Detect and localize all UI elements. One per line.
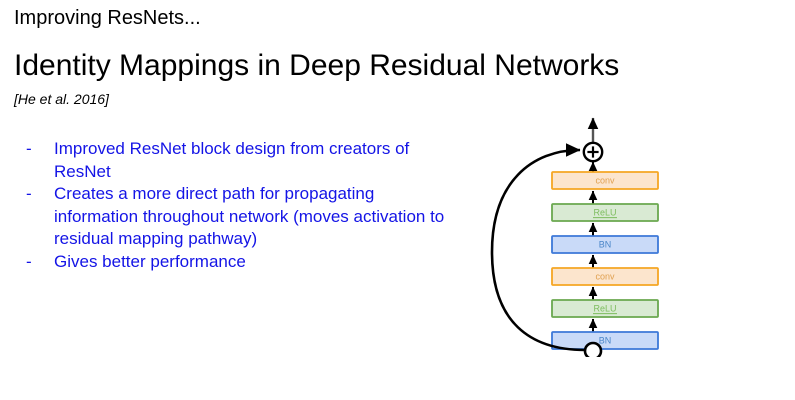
- block-relu-top: ReLU: [551, 203, 659, 222]
- list-item: - Creates a more direct path for propaga…: [26, 183, 446, 251]
- list-item: - Gives better performance: [26, 251, 446, 274]
- page-title: Identity Mappings in Deep Residual Netwo…: [14, 49, 620, 82]
- slide-header: Improving ResNets...: [14, 7, 201, 29]
- bullet-marker-icon: -: [26, 184, 32, 203]
- skip-connection-path: [490, 143, 586, 352]
- block-label: ReLU: [593, 304, 616, 314]
- block-label: conv: [595, 176, 615, 186]
- addition-node: [582, 141, 604, 163]
- bullet-list: - Improved ResNet block design from crea…: [26, 138, 446, 273]
- list-item-text: Gives better performance: [54, 251, 246, 271]
- bullet-marker-icon: -: [26, 251, 32, 271]
- citation-reference: [He et al. 2016]: [14, 91, 109, 107]
- block-relu-bottom: ReLU: [551, 299, 659, 318]
- block-label: BN: [599, 240, 612, 250]
- list-item-text: Creates a more direct path for propagati…: [54, 184, 445, 248]
- block-label: ReLU: [593, 208, 616, 218]
- block-conv-top: conv: [551, 171, 659, 190]
- block-label: conv: [595, 272, 615, 282]
- block-label: BN: [599, 336, 612, 346]
- block-bn-bottom: BN: [551, 331, 659, 350]
- input-split-node: [583, 341, 603, 357]
- residual-block-diagram: conv ReLU BN conv ReLU: [470, 112, 685, 357]
- block-conv-bottom: conv: [551, 267, 659, 286]
- bullet-marker-icon: -: [26, 139, 32, 158]
- list-item-text: Improved ResNet block design from creato…: [54, 139, 410, 181]
- block-bn-top: BN: [551, 235, 659, 254]
- list-item: - Improved ResNet block design from crea…: [26, 138, 446, 183]
